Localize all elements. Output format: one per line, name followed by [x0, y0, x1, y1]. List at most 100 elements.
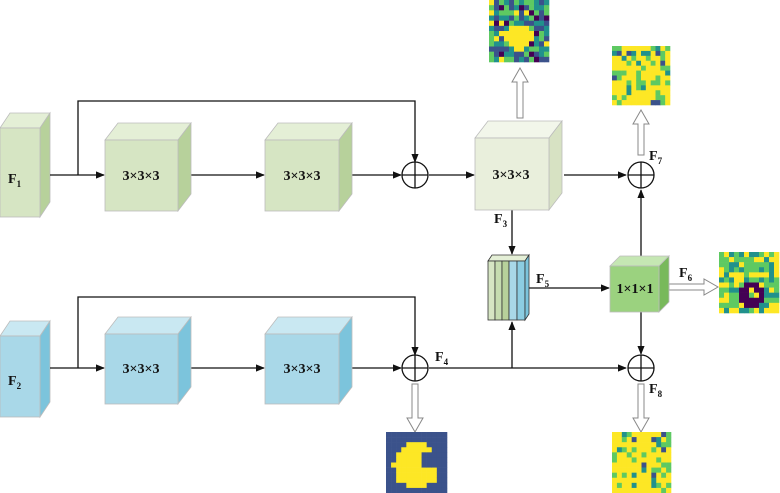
feature-map-cell [494, 41, 500, 47]
feature-map-cell [769, 302, 775, 309]
feature-map-cell [426, 467, 433, 473]
feature-map-cell [650, 80, 656, 86]
feature-map-cell [529, 31, 535, 37]
feature-map-cell [396, 482, 402, 489]
conv-label: 3×3×3 [123, 169, 160, 184]
feature-map-cell [519, 0, 525, 6]
feature-map-cell [416, 447, 422, 453]
feature-map-cell [650, 70, 656, 76]
feature-map-cell [426, 437, 433, 443]
feature-map-cell [626, 467, 632, 473]
feature-map-cell [504, 15, 510, 21]
feature-map-cell [411, 472, 417, 479]
feature-map-cell [774, 277, 780, 283]
feature-map-cell [396, 457, 402, 463]
feature-map-cell [436, 452, 443, 458]
feature-map-cell [641, 80, 647, 86]
feature-map-cell [612, 482, 618, 489]
feature-map-cell [396, 442, 402, 448]
feature-map-cell [431, 477, 438, 484]
feature-map-cell [626, 50, 632, 57]
feature-map-cell [386, 472, 392, 479]
feature-map-cell [621, 447, 628, 453]
feature-map-cell [646, 467, 652, 473]
feature-map-cell [539, 5, 545, 11]
feature-map-cell [739, 267, 745, 273]
feature-map-cell [734, 262, 740, 268]
feature-map-cell [646, 437, 652, 443]
feature-map-cell [391, 482, 397, 489]
feature-map-cell [489, 41, 495, 47]
feature-map-cell [660, 95, 666, 101]
feature-map-cell [441, 457, 448, 463]
feature-map-cell [631, 95, 637, 101]
feature-map-cell [621, 50, 627, 57]
conv-label: 3×3×3 [284, 169, 321, 184]
feature-map-cell [431, 452, 438, 458]
feature-map-cell [519, 25, 525, 32]
feature-map-cell [729, 292, 735, 299]
feature-map-cell [386, 447, 392, 453]
feature-map-cell [621, 437, 628, 443]
feature-map-cell [539, 10, 545, 16]
feature-map-cell [626, 75, 632, 81]
feature-map-cell [411, 467, 417, 473]
feature-map-cell [406, 437, 412, 443]
feature-map-cell [764, 287, 770, 293]
feature-map-cell [641, 60, 647, 66]
feature-map-cell [612, 85, 618, 91]
feature-map-cell [636, 50, 642, 57]
feature-map-cell [406, 432, 412, 438]
feature-map-cell [621, 432, 628, 438]
feature-map-cell [646, 432, 652, 438]
feature-map-cell [739, 292, 745, 299]
feature-map-cell [631, 457, 637, 463]
feature-map-cell [636, 46, 642, 52]
feature-map-cell [719, 267, 725, 273]
feature-map-cell [612, 432, 618, 438]
feature-map-cell [612, 50, 618, 57]
feature-map-cell [631, 482, 637, 489]
sum-node-f8 [627, 354, 655, 382]
f7-label: F7 [649, 149, 663, 166]
conv-label: 3×3×3 [123, 362, 160, 377]
feature-map-cell [514, 36, 520, 42]
feature-map-cell [406, 467, 412, 473]
feature-map-cell [494, 51, 500, 58]
feature-map-cell [645, 55, 651, 62]
feature-map-cell [666, 487, 672, 493]
feature-map-cell [416, 437, 422, 443]
feature-map-cell [636, 487, 642, 493]
conv-label: 3×3×3 [493, 168, 530, 183]
feature-map-cell [724, 277, 730, 283]
feature-map-cell [655, 100, 661, 106]
feature-map-cell [391, 457, 397, 463]
feature-map-cell [612, 80, 618, 86]
feature-map-cell [719, 272, 725, 278]
feature-map-cell [612, 100, 618, 106]
feature-map-cell [774, 297, 780, 304]
feature-map-cell [626, 95, 632, 101]
feature-map-cell [749, 307, 755, 314]
feature-map-cell [661, 452, 667, 458]
feature-map-cell [406, 477, 412, 484]
feature-map-cell [651, 442, 657, 448]
feature-map-cell [612, 447, 618, 453]
feature-map-cell [651, 472, 657, 479]
feature-map-cell [650, 65, 656, 71]
feature-map-cell [754, 267, 760, 273]
feature-map-cell [504, 31, 510, 37]
feature-map-cell [739, 302, 745, 309]
feature-map-f7 [612, 46, 671, 106]
feature-map-cell [406, 452, 412, 458]
feature-map-cell [769, 287, 775, 293]
feature-map-cell [636, 85, 642, 91]
feature-map-cell [650, 95, 656, 101]
hollow-arrows [406, 66, 720, 434]
feature-map-cell [514, 25, 520, 32]
feature-map-cell [666, 472, 672, 479]
feature-map-cell [534, 41, 540, 47]
feature-map-cell [524, 5, 530, 11]
feature-map-cell [641, 467, 647, 473]
feature-map-cell [660, 90, 666, 96]
